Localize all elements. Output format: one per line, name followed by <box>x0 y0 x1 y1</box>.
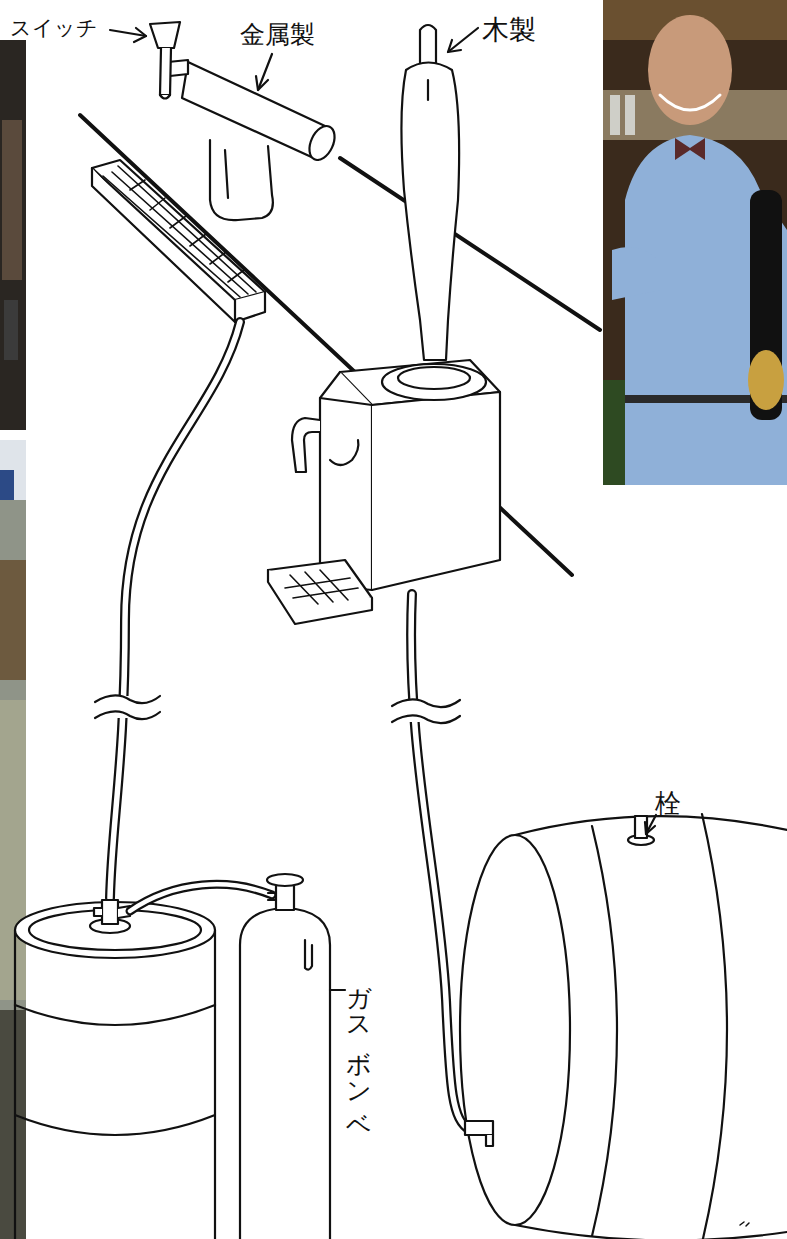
gas-cylinder <box>240 874 345 1239</box>
callout-label: ガスボンベ <box>346 968 371 1129</box>
keg <box>15 900 215 1239</box>
cask <box>460 814 787 1239</box>
callout-label: 木製 <box>482 16 536 43</box>
handpump <box>268 25 500 624</box>
beer-hose <box>110 322 240 898</box>
callout-label: 栓 <box>655 790 681 816</box>
callout-label: 金属製 <box>240 22 315 47</box>
counter-edge <box>340 158 600 330</box>
leader-line <box>110 28 656 834</box>
gas-hose <box>130 884 272 911</box>
break-mark <box>392 699 460 723</box>
photo-left-top <box>0 40 26 430</box>
metal-tap <box>150 22 340 220</box>
drip-tray <box>92 160 265 322</box>
callout-label: スイッチ <box>10 18 98 39</box>
photo-left-bottom <box>0 440 26 1239</box>
break-mark <box>95 695 160 719</box>
photo-right-bartender <box>603 0 787 485</box>
